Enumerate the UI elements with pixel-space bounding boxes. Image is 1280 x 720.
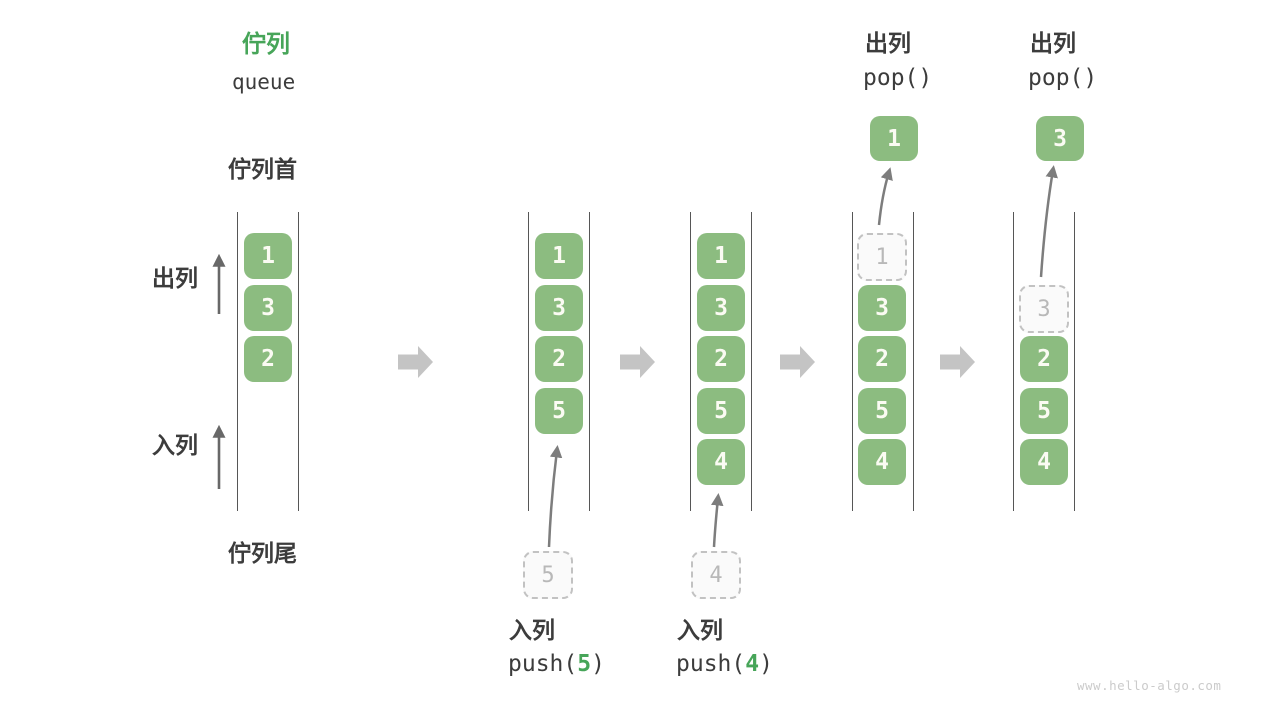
transition-arrow-icon bbox=[620, 346, 655, 378]
queue-item: 5 bbox=[535, 388, 583, 434]
queue-item: 1 bbox=[535, 233, 583, 279]
push-arrow-icon bbox=[547, 445, 563, 548]
code-text: ) bbox=[759, 651, 773, 677]
queue-rear-label: 佇列尾 bbox=[228, 541, 297, 567]
queue-wall bbox=[298, 212, 299, 511]
pop-arrow-icon bbox=[877, 167, 893, 226]
queue-item: 4 bbox=[697, 439, 745, 485]
enqueue-direction-arrow-icon bbox=[212, 424, 226, 489]
code-text: ) bbox=[591, 651, 605, 677]
queue-item: 2 bbox=[244, 336, 292, 382]
queue-item: 3 bbox=[535, 285, 583, 331]
queue-item: 3 bbox=[244, 285, 292, 331]
transition-arrow-icon bbox=[940, 346, 975, 378]
queue-wall bbox=[237, 212, 238, 511]
push4-op-label: 入列 bbox=[677, 618, 723, 644]
push5-op-label: 入列 bbox=[509, 618, 555, 644]
queue-item: 1 bbox=[697, 233, 745, 279]
queue-wall bbox=[751, 212, 752, 511]
queue-wall bbox=[690, 212, 691, 511]
code-arg: 5 bbox=[577, 651, 592, 677]
transition-arrow-icon bbox=[780, 346, 815, 378]
pop1-op-label: 出列 bbox=[865, 31, 911, 57]
queue-wall bbox=[852, 212, 853, 511]
dequeue-direction-arrow-icon bbox=[212, 253, 226, 314]
queue-wall bbox=[1074, 212, 1075, 511]
code-text: push( bbox=[676, 651, 746, 677]
queue-item: 5 bbox=[1020, 388, 1068, 434]
queue-item: 4 bbox=[858, 439, 906, 485]
queue-item: 3 bbox=[858, 285, 906, 331]
pop1-op-code: pop() bbox=[863, 65, 933, 91]
page-subtitle: queue bbox=[232, 70, 296, 94]
dequeue-side-label: 出列 bbox=[152, 266, 198, 292]
queue-item: 2 bbox=[697, 336, 745, 382]
popped-item: 3 bbox=[1036, 116, 1084, 161]
pop2-op-code: pop() bbox=[1028, 65, 1098, 91]
queue-item: 1 bbox=[244, 233, 292, 279]
queue-item: 4 bbox=[1020, 439, 1068, 485]
queue-wall bbox=[528, 212, 529, 511]
page-title: 佇列 bbox=[242, 30, 290, 58]
code-text: push( bbox=[508, 651, 578, 677]
queue-item: 5 bbox=[858, 388, 906, 434]
incoming-item-ghost: 5 bbox=[523, 551, 573, 599]
incoming-item-ghost: 4 bbox=[691, 551, 741, 599]
transition-arrow-icon bbox=[398, 346, 433, 378]
removed-item-ghost: 1 bbox=[857, 233, 907, 281]
pop-arrow-icon bbox=[1039, 165, 1058, 278]
queue-item: 2 bbox=[535, 336, 583, 382]
queue-item: 5 bbox=[697, 388, 745, 434]
queue-item: 2 bbox=[858, 336, 906, 382]
enqueue-side-label: 入列 bbox=[152, 433, 198, 459]
queue-item: 2 bbox=[1020, 336, 1068, 382]
popped-item: 1 bbox=[870, 116, 918, 161]
pop2-op-label: 出列 bbox=[1030, 31, 1076, 57]
queue-item: 3 bbox=[697, 285, 745, 331]
queue-wall bbox=[913, 212, 914, 511]
queue-wall bbox=[589, 212, 590, 511]
push5-op-code: push(5) bbox=[508, 651, 605, 677]
push4-op-code: push(4) bbox=[676, 651, 773, 677]
removed-item-ghost: 3 bbox=[1019, 285, 1069, 333]
code-arg: 4 bbox=[745, 651, 760, 677]
push-arrow-icon bbox=[711, 493, 724, 548]
queue-wall bbox=[1013, 212, 1014, 511]
watermark: www.hello-algo.com bbox=[1077, 678, 1222, 693]
queue-front-label: 佇列首 bbox=[228, 157, 297, 183]
